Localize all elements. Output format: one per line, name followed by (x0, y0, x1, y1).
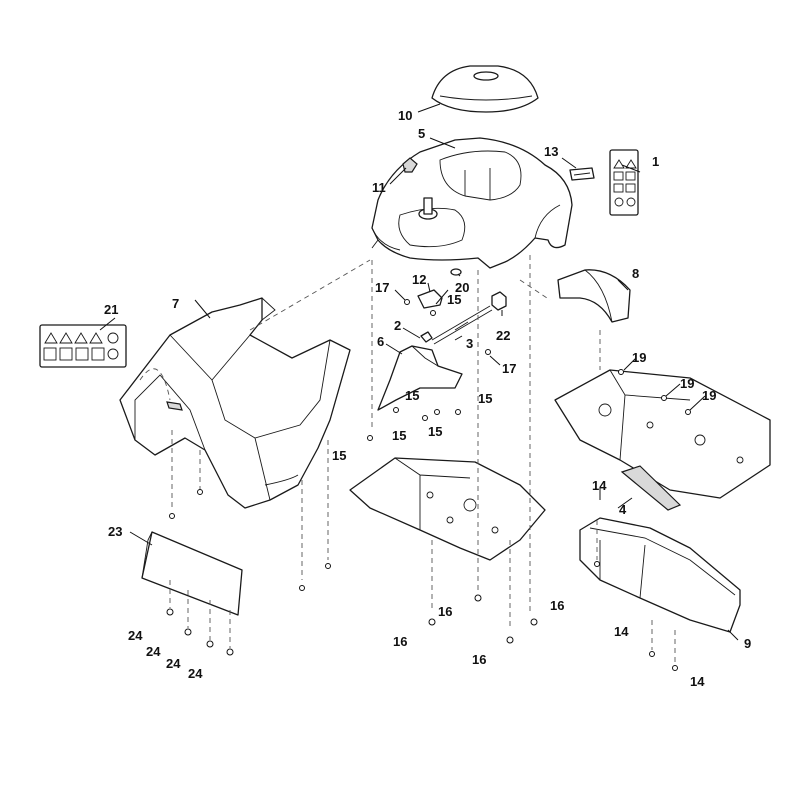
callout-16: 16 (550, 598, 564, 613)
callout-14: 14 (614, 624, 629, 639)
callout-16: 16 (438, 604, 452, 619)
part-5-main-housing (371, 137, 573, 269)
part-12-bracket (417, 289, 443, 309)
callout-16: 16 (472, 652, 486, 667)
callout-14: 14 (592, 478, 607, 493)
part-4-bracket (620, 465, 682, 511)
part-6-shield (377, 345, 463, 411)
callout-14: 14 (690, 674, 705, 689)
part-2-clip (420, 331, 433, 343)
callout-15: 15 (392, 428, 406, 443)
callout-16: 16 (393, 634, 407, 649)
callout-21: 21 (104, 302, 118, 317)
callout-22: 22 (496, 328, 510, 343)
callout-19: 19 (680, 376, 694, 391)
part-11-knob (402, 157, 418, 173)
callout-17: 17 (375, 280, 389, 295)
callout-24: 24 (188, 666, 203, 681)
operator-icon (613, 171, 636, 181)
callout-1: 1 (652, 154, 659, 169)
stop-icon (614, 197, 636, 207)
callout-7: 7 (172, 296, 179, 311)
part-1-warning-sticker (609, 149, 639, 216)
warning-triangle-icon (44, 332, 103, 344)
stop-icon (107, 332, 119, 344)
alignment-lines (139, 255, 676, 665)
callout-15: 15 (405, 388, 419, 403)
part-23-plate (141, 531, 243, 616)
part-20-ring (450, 268, 462, 276)
part-21-warning-sticker (39, 324, 127, 368)
callout-9: 9 (744, 636, 751, 651)
callout-5: 5 (418, 126, 425, 141)
callout-3: 3 (466, 336, 473, 351)
callout-15: 15 (428, 424, 442, 439)
callout-15: 15 (332, 448, 346, 463)
part-13-label (569, 167, 595, 181)
part-7-hood (119, 297, 351, 509)
chassis-plate-lower (349, 457, 546, 561)
callout-17: 17 (502, 361, 516, 376)
callout-15: 15 (447, 292, 461, 307)
part-22-sleeve (491, 291, 507, 311)
callout-8: 8 (632, 266, 639, 281)
callout-24: 24 (128, 628, 143, 643)
callout-4: 4 (619, 502, 627, 517)
no-children-icon (91, 347, 119, 361)
manual-icon (43, 347, 57, 361)
callout-6: 6 (377, 334, 384, 349)
operator-icon (59, 347, 89, 361)
hand-hazard-icon (613, 183, 636, 193)
callout-23: 23 (108, 524, 122, 539)
callout-numbers: 10 5 11 13 1 8 7 21 12 17 15 20 22 2 3 6… (104, 108, 751, 689)
screws (166, 299, 691, 671)
callout-10: 10 (398, 108, 412, 123)
callout-19: 19 (702, 388, 716, 403)
callout-19: 19 (632, 350, 646, 365)
callout-2: 2 (394, 318, 401, 333)
part-9-tray (579, 517, 741, 633)
callout-24: 24 (146, 644, 161, 659)
part-10-cap (431, 65, 539, 113)
leader-lines (99, 103, 739, 641)
part-8-cover (557, 269, 631, 323)
part-3-rod (431, 305, 493, 345)
callout-13: 13 (544, 144, 558, 159)
callout-11: 11 (372, 180, 386, 195)
callout-20: 20 (455, 280, 469, 295)
callout-12: 12 (412, 272, 426, 287)
chassis-plate-upper-right (554, 369, 771, 499)
callout-15: 15 (478, 391, 492, 406)
callout-24: 24 (166, 656, 181, 671)
